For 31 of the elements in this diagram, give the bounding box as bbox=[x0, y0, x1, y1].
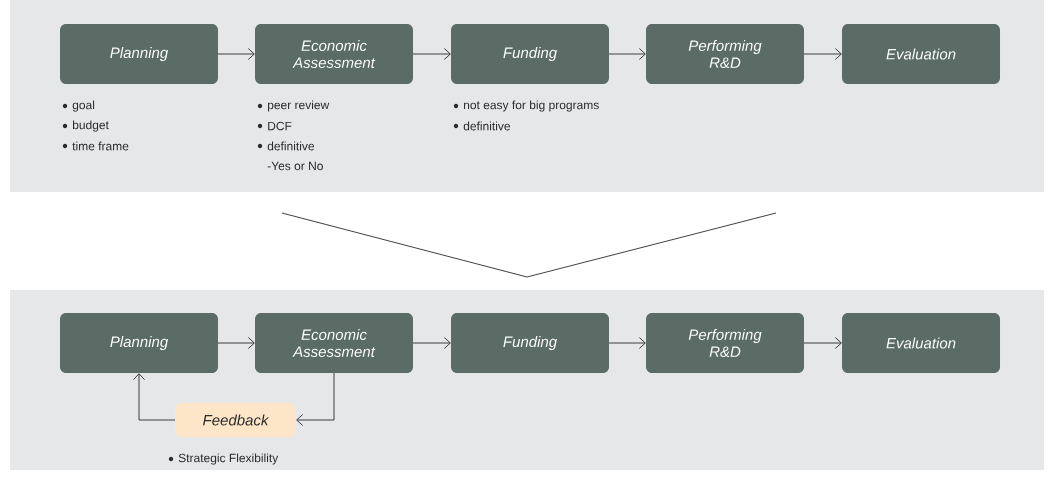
process-box: Evaluation bbox=[842, 313, 1000, 373]
bullet-item: peer review bbox=[257, 100, 330, 112]
process-box: Economic Assessment bbox=[255, 24, 413, 84]
process-box: Performing R&D bbox=[646, 313, 804, 373]
list-item: -Yes or No bbox=[267, 161, 323, 171]
bullet-item: not easy for big programs bbox=[453, 100, 599, 112]
process-box: Evaluation bbox=[842, 24, 1000, 84]
process-box: Performing R&D bbox=[646, 24, 804, 84]
arrow bbox=[608, 337, 646, 349]
feedback-box: Feedback bbox=[175, 403, 296, 437]
arrow bbox=[803, 337, 842, 349]
arrow bbox=[217, 48, 255, 60]
process-box: Funding bbox=[451, 313, 609, 373]
bullet-item: definitive bbox=[257, 141, 314, 151]
arrow bbox=[608, 48, 646, 60]
bullet-item: definitive bbox=[453, 121, 510, 131]
bullet-item: DCF bbox=[257, 121, 292, 131]
bullet-item: time frame bbox=[62, 141, 129, 151]
arrow bbox=[412, 48, 451, 60]
arrow bbox=[217, 337, 255, 349]
arrow bbox=[412, 337, 451, 349]
process-box: Funding bbox=[451, 24, 609, 84]
process-box: Economic Assessment bbox=[255, 313, 413, 373]
process-box: Planning bbox=[60, 24, 218, 84]
arrow bbox=[133, 373, 176, 421]
bullet-item: Strategic Flexibility bbox=[168, 453, 279, 465]
process-box: Planning bbox=[60, 313, 218, 373]
arrow bbox=[803, 48, 842, 60]
bullet-item: goal bbox=[62, 100, 95, 112]
arrow bbox=[296, 372, 335, 426]
bullet-item: budget bbox=[62, 120, 109, 132]
